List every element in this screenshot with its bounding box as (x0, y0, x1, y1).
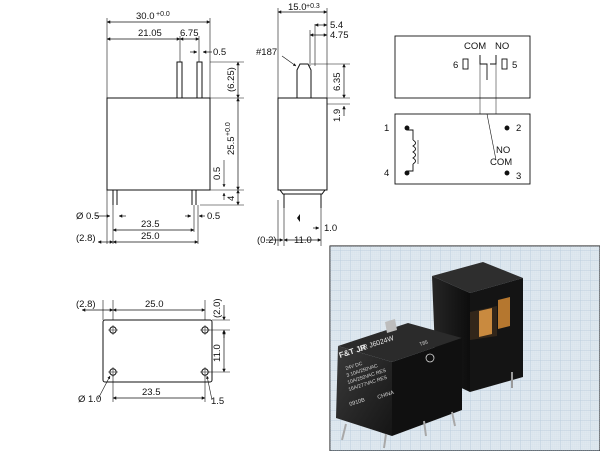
ul-mark-icon (425, 353, 435, 363)
ev-depth-tol: +0.3 (306, 3, 320, 10)
ev-offset-label: (0.2) (257, 235, 277, 246)
width-tol: +0.0 (156, 11, 170, 18)
bv-width-label: 25.0 (145, 299, 164, 310)
lead-width-label: 0.5 (207, 211, 220, 222)
bv-edge-label: 1.5 (211, 396, 224, 407)
pin-height-label: (6.25) (226, 67, 237, 92)
bv-pitch-v-label: 11.0 (212, 344, 223, 362)
relay-lying: F&T JR JR J6024W 24V DC 3 10A/250VAC 10A… (336, 319, 462, 449)
bv-edge-leader (206, 375, 213, 401)
label-pin6: 6 (453, 60, 458, 71)
ev-tab-leader (281, 55, 297, 67)
lead-dia-label: Ø 0.5 (76, 211, 99, 222)
terminal-5 (501, 58, 508, 70)
photo-line1: 24V DC (345, 361, 364, 372)
side-view (96, 18, 244, 244)
bv-pitch-h-label: 23.5 (142, 387, 161, 398)
photo-batch: 0910B (349, 397, 366, 408)
bv-outline (102, 319, 213, 383)
switch-arm (486, 113, 497, 161)
base-width-label: 25.0 (141, 231, 160, 242)
no-contact (490, 55, 497, 65)
pin-2-dot (504, 125, 510, 131)
label-com-side: COM (490, 157, 512, 168)
bottom-view (81, 300, 230, 402)
ev-body (277, 97, 328, 191)
relay-body-side (106, 97, 211, 191)
label-pin1: 1 (384, 123, 389, 134)
ev-orient-mark (297, 214, 300, 222)
schematic-top-box (394, 35, 531, 99)
bv-hole-label: Ø 1.0 (78, 394, 101, 405)
ev-foot (279, 189, 326, 195)
product-photo: F&T JR JR J6024W 24V DC 3 10A/250VAC 10A… (329, 245, 600, 451)
bv-hole-bl (108, 367, 118, 377)
schematic (394, 35, 531, 185)
bv-offset-label: (2.8) (76, 299, 96, 310)
coil-lead-top (407, 129, 414, 140)
bv-top-offset-label: (2.0) (212, 298, 223, 318)
ev-tab-name: #187 (256, 47, 277, 58)
ev-d475-label: 4.75 (330, 30, 349, 41)
top-pin-2 (196, 61, 203, 99)
bottom-view-text: (2.8) 25.0 (2.0) 11.0 Ø 1.0 23.5 1.5 (76, 298, 224, 407)
pin-4-dot (404, 170, 410, 176)
ev-tab-height-label: 6.35 (332, 73, 343, 92)
body-height-label: 25.5 (226, 137, 237, 156)
photo-cert: T85 (419, 339, 429, 347)
pin-1-dot (404, 125, 410, 131)
terminal-6 (462, 58, 469, 70)
pin-offset-label: 21.05 (138, 28, 162, 39)
bv-hole-tl (108, 325, 118, 335)
ev-depth-label: 15.0 (288, 2, 307, 13)
pin-thick-label: 0.5 (213, 47, 226, 58)
width-label: 30.0 (136, 11, 155, 22)
lead-pitch-label: 23.5 (141, 219, 160, 230)
end-view-text: 15.0 +0.3 5.4 4.75 #187 6.35 1.9 (0.2) 1… (256, 2, 349, 246)
coil-lead-bottom (407, 164, 414, 172)
schematic-bottom-box (394, 113, 531, 185)
ev-gap-label: 1.9 (332, 109, 343, 122)
side-view-text: 30.0 +0.0 21.05 6.75 0.5 (6.25) 25.5 +0.… (76, 11, 237, 244)
lead-thick-label: 0.5 (212, 167, 223, 180)
end-view (266, 8, 350, 246)
label-pin5: 5 (512, 60, 517, 71)
photo-origin: CHINA (377, 390, 395, 401)
com-contact (479, 55, 488, 80)
bv-hole-leader (97, 375, 111, 400)
label-pin3: 3 (516, 171, 521, 182)
pin-gap-label: 6.75 (180, 28, 199, 39)
schematic-text: COM NO 6 5 1 2 4 3 NO COM (384, 41, 521, 182)
label-pin4: 4 (384, 168, 389, 179)
label-pin2: 2 (516, 123, 521, 134)
ev-d54-label: 5.4 (330, 20, 343, 31)
label-com-top: COM (464, 41, 486, 52)
bv-hole-tr (200, 325, 210, 335)
coil-winding (412, 139, 416, 165)
top-pin-1 (176, 61, 183, 99)
label-no-top: NO (495, 41, 509, 52)
bv-hole-br (200, 367, 210, 377)
offset-label: (2.8) (76, 233, 96, 244)
label-no-side: NO (496, 145, 510, 156)
body-height-tol: +0.0 (225, 122, 232, 136)
ev-tab (296, 63, 312, 98)
pin-3-dot (504, 170, 510, 176)
lead-len-label: 4 (226, 196, 237, 201)
ev-gap2-label: 1.0 (324, 223, 337, 234)
ev-pitch-label: 11.0 (294, 235, 312, 246)
